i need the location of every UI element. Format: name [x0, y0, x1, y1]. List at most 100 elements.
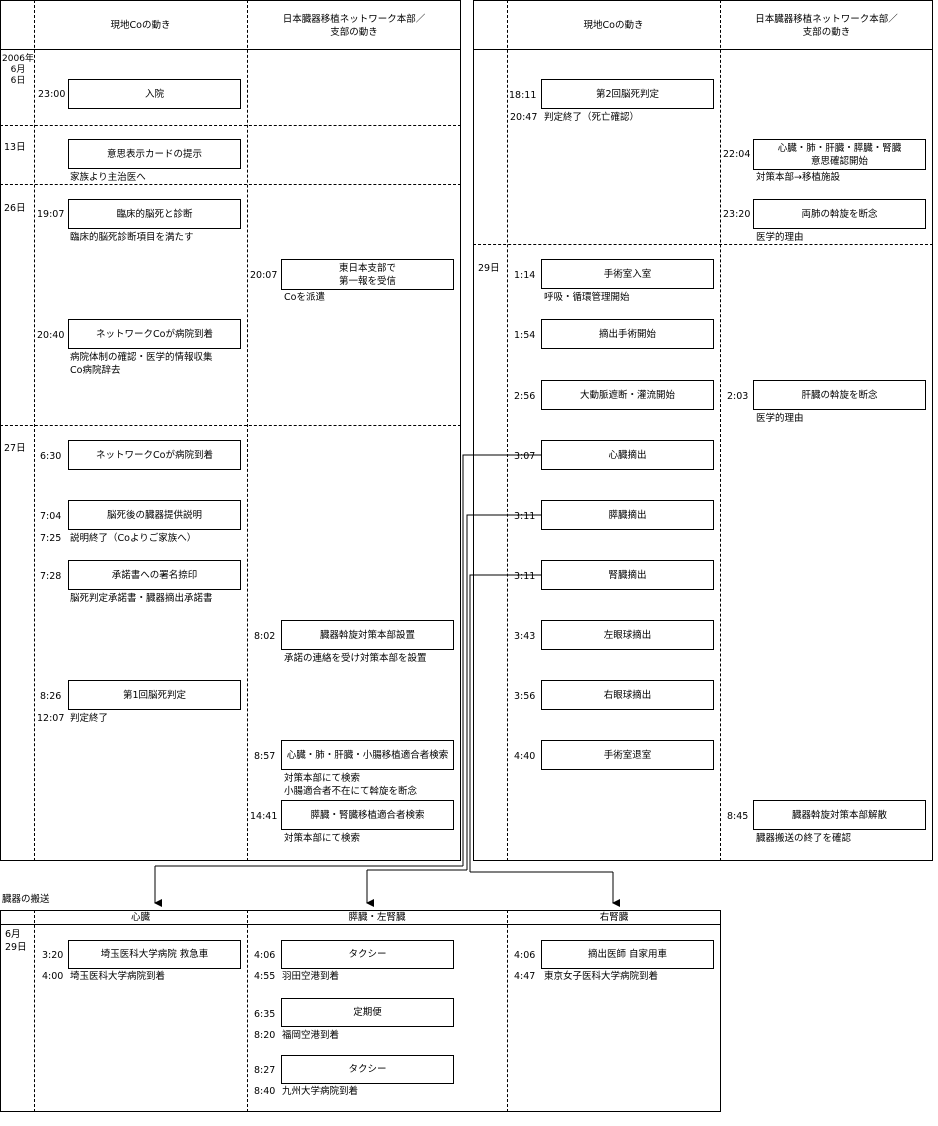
transport-box: 定期便 [281, 998, 454, 1027]
event-box: ネットワークCoが病院到着 [68, 319, 241, 349]
connector-pancreas [466, 514, 541, 870]
event-time: 3:56 [514, 691, 536, 702]
transport-header-divider [0, 924, 721, 925]
left-header-co: 現地Coの動き [110, 20, 171, 31]
transport-note: 埼玉医科大学病院到着 [70, 971, 166, 982]
event-box: 心臓・肺・肝臓・小腸移植適合者検索 [281, 740, 454, 770]
date-label: 27日 [4, 443, 26, 454]
event-note: 脳死判定承諾書・臓器摘出承諾書 [70, 593, 213, 604]
left-day-divider [0, 125, 461, 126]
right-col-divider-2 [720, 0, 721, 861]
event-note: 承諾の連絡を受け対策本部を設置 [284, 653, 427, 664]
transport-box: タクシー [281, 940, 454, 969]
date-label: 26日 [4, 203, 26, 214]
event-time: 23:20 [723, 209, 751, 220]
transport-time: 4:06 [514, 950, 536, 961]
event-time: 8:26 [40, 691, 62, 702]
left-day-divider [0, 184, 461, 185]
event-time: 12:07 [37, 713, 65, 724]
event-time: 19:07 [37, 209, 65, 220]
transport-time: 4:00 [42, 971, 64, 982]
right-header-hq: 日本臓器移植ネットワーク本部／ 支部の動き [755, 14, 898, 38]
event-time: 20:47 [510, 112, 538, 123]
event-box: 意思表示カードの提示 [68, 139, 241, 169]
transport-note: 東京女子医科大学病院到着 [544, 971, 659, 982]
connector-heart [462, 454, 541, 866]
event-box: 心臓・肺・肝臓・膵臓・腎臓 意思確認開始 [753, 139, 926, 170]
event-box: 承諾書への署名捺印 [68, 560, 241, 590]
transport-title: 臓器の搬送 [2, 894, 50, 905]
event-box: ネットワークCoが病院到着 [68, 440, 241, 470]
transport-time: 4:47 [514, 971, 536, 982]
transport-col-divider [507, 910, 508, 1112]
right-col-divider-1 [507, 0, 508, 861]
transport-time: 3:20 [42, 950, 64, 961]
left-day-divider [0, 425, 461, 426]
event-box: 腎臓摘出 [541, 560, 714, 590]
event-time: 14:41 [250, 811, 278, 822]
date-label: 6月 29日 [5, 929, 27, 953]
event-box: 東日本支部で 第一報を受信 [281, 259, 454, 290]
event-time: 8:45 [727, 811, 749, 822]
transport-note: 羽田空港到着 [282, 971, 340, 982]
event-time: 3:11 [514, 571, 536, 582]
transport-col-heart: 心臓 [130, 912, 150, 923]
event-box: 入院 [68, 79, 241, 109]
event-note: 判定終了 [70, 713, 109, 724]
event-note: 家族より主治医へ [70, 172, 146, 183]
event-time: 8:02 [254, 631, 276, 642]
event-note: 臓器搬送の終了を確認 [756, 833, 852, 844]
right-header-divider [473, 49, 933, 50]
right-day-divider [473, 244, 933, 245]
event-note: 医学的理由 [756, 232, 804, 243]
date-label: 13日 [4, 142, 26, 153]
transport-box: タクシー [281, 1055, 454, 1084]
transport-box: 埼玉医科大学病院 救急車 [68, 940, 241, 969]
event-box: 肝臓の斡旋を断念 [753, 380, 926, 410]
event-box: 膵臓・腎臓移植適合者検索 [281, 800, 454, 830]
transport-note: 福岡空港到着 [282, 1030, 340, 1041]
event-time: 3:07 [514, 451, 536, 462]
event-box: 脳死後の臓器提供説明 [68, 500, 241, 530]
event-time: 6:30 [40, 451, 62, 462]
event-note: 医学的理由 [756, 413, 804, 424]
event-box: 手術室入室 [541, 259, 714, 289]
transport-time: 4:06 [254, 950, 276, 961]
event-box: 摘出手術開始 [541, 319, 714, 349]
event-box: 両肺の斡旋を断念 [753, 199, 926, 229]
event-box: 心臓摘出 [541, 440, 714, 470]
transport-table [0, 910, 721, 1112]
event-time: 3:11 [514, 511, 536, 522]
event-time: 3:43 [514, 631, 536, 642]
event-note: 対策本部→移植施設 [756, 172, 840, 183]
transport-time: 6:35 [254, 1009, 276, 1020]
transport-col-kidney: 右腎臓 [599, 912, 629, 923]
event-note: 説明終了（Coよりご家族へ） [70, 533, 197, 544]
event-box: 第2回脳死判定 [541, 79, 714, 109]
left-header-hq: 日本臓器移植ネットワーク本部／ 支部の動き [282, 14, 426, 38]
connector-kidney [469, 574, 541, 872]
transport-box: 摘出医師 自家用車 [541, 940, 714, 969]
event-box: 臓器斡旋対策本部解散 [753, 800, 926, 830]
event-box: 左眼球摘出 [541, 620, 714, 650]
event-note: 対策本部にて検索 小腸適合者不在にて斡旋を断念 [284, 773, 418, 797]
transport-col-divider [34, 910, 35, 1112]
event-time: 4:40 [514, 751, 536, 762]
left-col-divider-2 [247, 0, 248, 861]
event-note: 臨床的脳死診断項目を満たす [70, 232, 194, 243]
event-box: 手術室退室 [541, 740, 714, 770]
right-header-co: 現地Coの動き [583, 20, 644, 31]
event-box: 大動脈遮断・灌流開始 [541, 380, 714, 410]
transport-note: 九州大学病院到着 [282, 1086, 359, 1097]
transport-time: 8:40 [254, 1086, 276, 1097]
transport-col-pancreas: 膵臓・左腎臓 [348, 912, 406, 923]
event-time: 20:40 [37, 330, 65, 341]
event-time: 7:28 [40, 571, 62, 582]
event-time: 1:54 [514, 330, 536, 341]
transport-time: 8:20 [254, 1030, 276, 1041]
event-time: 2:56 [514, 391, 536, 402]
event-box: 第1回脳死判定 [68, 680, 241, 710]
event-box: 臨床的脳死と診断 [68, 199, 241, 229]
left-col-divider-1 [34, 0, 35, 861]
